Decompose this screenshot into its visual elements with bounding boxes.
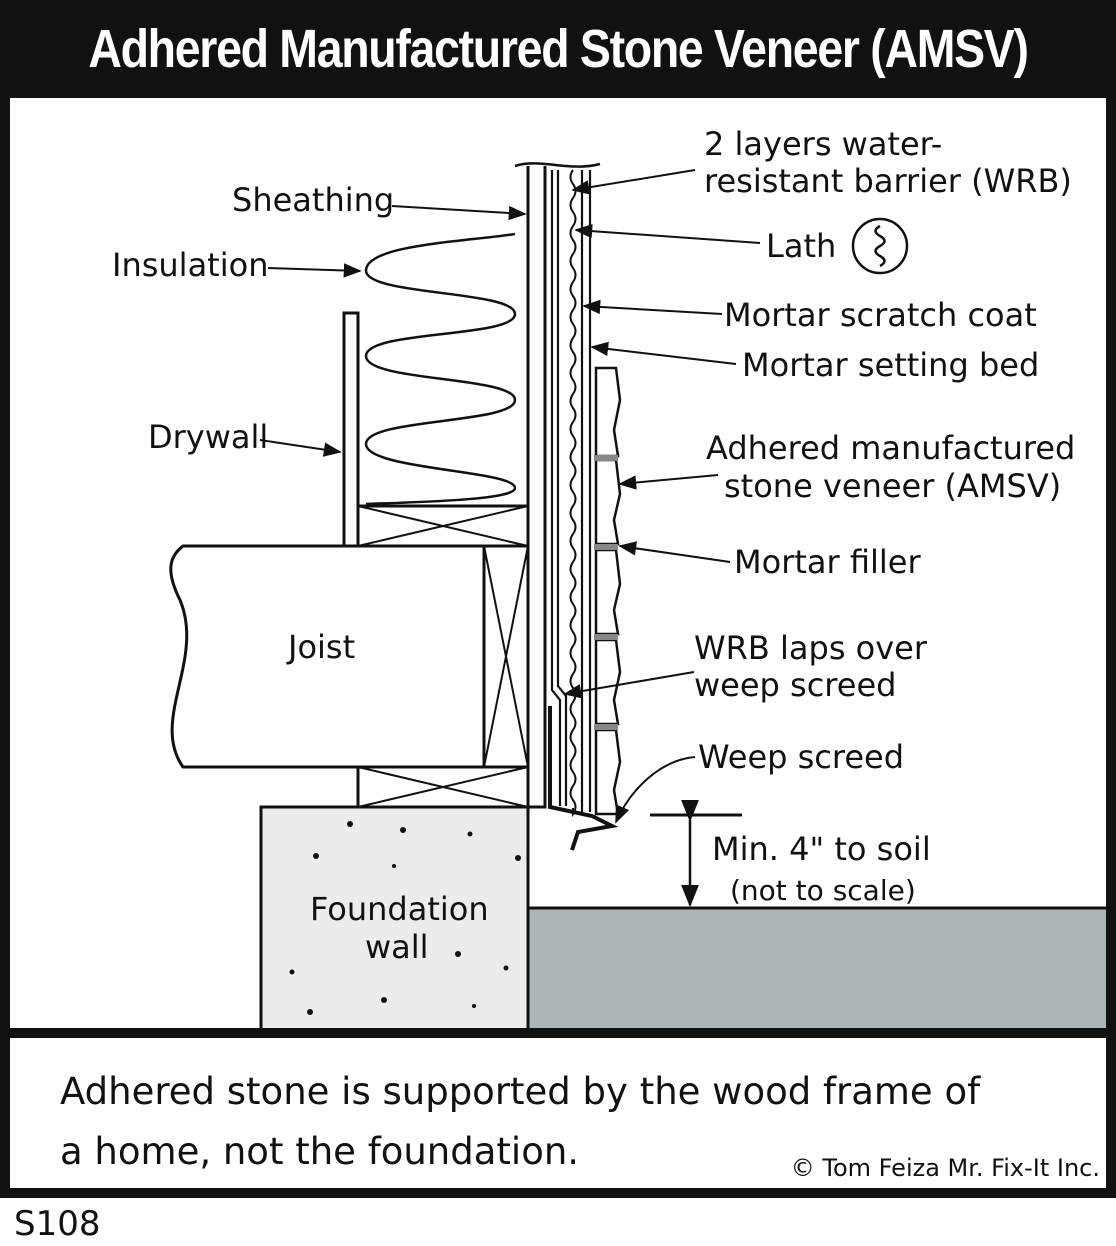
label-scratch-coat: Mortar scratch coat (724, 296, 1037, 334)
lath (569, 169, 577, 818)
diagram-panel: Sheathing Insulation Drywall Joist Found… (10, 98, 1106, 1028)
figure-title: Adhered Manufactured Stone Veneer (AMSV) (88, 19, 1029, 79)
label-foundation-line1: Foundation (310, 890, 489, 928)
joist (169, 544, 530, 769)
insulation (364, 232, 517, 506)
stone-veneer (594, 366, 622, 816)
label-wrb-laps-line1: WRB laps over (694, 629, 928, 667)
caption-line-2: a home, not the foundation. (60, 1130, 580, 1173)
caption-line-1: Adhered stone is supported by the wood f… (60, 1070, 981, 1113)
label-wrb-line1: 2 layers water- (704, 125, 942, 163)
label-min-clearance: Min. 4" to soil (712, 830, 931, 868)
label-amsv-line2: stone veneer (AMSV) (724, 467, 1061, 505)
caption: Adhered stone is supported by the wood f… (60, 1062, 1080, 1182)
label-drywall: Drywall (148, 418, 268, 456)
drywall (342, 311, 360, 548)
label-not-to-scale: (not to scale) (730, 874, 916, 907)
weep-screed (548, 706, 619, 851)
label-foundation-line2: wall (365, 928, 429, 966)
figure-id: S108 (14, 1204, 101, 1244)
mortar-filler (594, 455, 618, 730)
lath-symbol-wave (874, 224, 886, 268)
label-weep-screed: Weep screed (698, 738, 904, 776)
wrb-layer-2 (556, 170, 568, 806)
sheathing (526, 166, 547, 809)
foundation-wall (259, 805, 530, 1028)
label-amsv-line1: Adhered manufactured (706, 429, 1075, 467)
leader-lines (259, 169, 761, 824)
wrb-layer-1 (550, 170, 562, 806)
soil (526, 906, 1106, 1028)
label-setting-bed: Mortar setting bed (742, 346, 1039, 384)
caption-box: Adhered stone is supported by the wood f… (10, 1038, 1106, 1188)
label-mortar-filler: Mortar filler (734, 543, 921, 581)
label-wrb-laps-line2: weep screed (694, 666, 896, 704)
concrete-speckles (289, 821, 521, 1015)
label-lath: Lath (766, 227, 836, 265)
wall-section-diagram: Sheathing Insulation Drywall Joist Found… (112, 125, 1106, 1028)
label-joist: Joist (286, 628, 355, 666)
label-insulation: Insulation (112, 246, 268, 284)
label-sheathing: Sheathing (232, 181, 394, 219)
copyright-notice: © Tom Feiza Mr. Fix-It Inc. (790, 1154, 1100, 1182)
label-wrb-line2: resistant barrier (WRB) (704, 162, 1072, 200)
